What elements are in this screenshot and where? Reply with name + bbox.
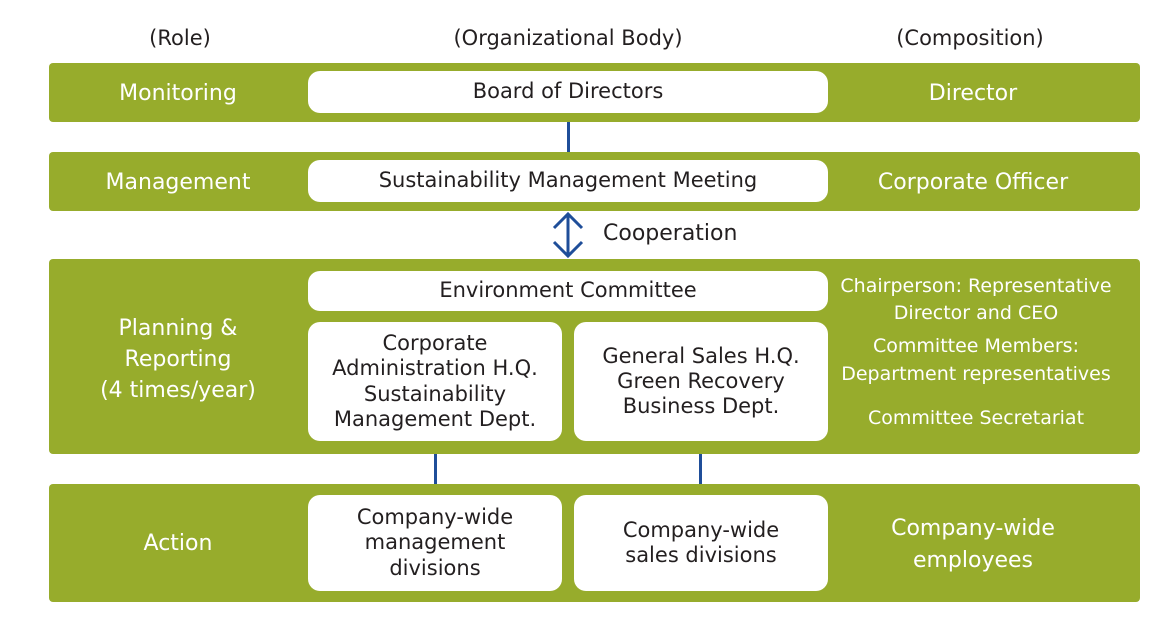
- composition-line-3: Committee Members:: [873, 335, 1079, 357]
- general-sales-box: General Sales H.Q. Green Recovery Busine…: [574, 322, 828, 441]
- board-of-directors-label: Board of Directors: [472, 79, 664, 104]
- general-sales-label: General Sales H.Q. Green Recovery Busine…: [602, 343, 800, 419]
- role-management: Management: [105, 170, 251, 195]
- header-organizational-body: (Organizational Body): [453, 26, 683, 50]
- composition-line-2: Director and CEO: [893, 302, 1059, 324]
- environment-committee-label: Environment Committee: [439, 278, 697, 303]
- connector-left-to-action: [434, 454, 437, 484]
- composition-director: Director: [928, 81, 1018, 106]
- sustainability-management-meeting-label: Sustainability Management Meeting: [378, 168, 758, 193]
- composition-company-wide-employees: Company-wide employees: [891, 516, 1055, 573]
- role-action: Action: [143, 531, 213, 556]
- header-role: (Role): [149, 26, 211, 50]
- header-composition: (Composition): [896, 26, 1044, 50]
- composition-line-4: Department representatives: [841, 363, 1111, 385]
- environment-committee-box: Environment Committee: [308, 271, 828, 311]
- composition-secretariat: Committee Secretariat: [867, 407, 1085, 429]
- cooperation-label: Cooperation: [603, 221, 738, 246]
- corporate-administration-box: Corporate Administration H.Q. Sustainabi…: [308, 322, 562, 441]
- company-wide-management-divisions-box: Company-wide management divisions: [308, 495, 562, 591]
- connector-board-to-management: [567, 122, 570, 152]
- sustainability-management-meeting-box: Sustainability Management Meeting: [308, 160, 828, 202]
- board-of-directors-box: Board of Directors: [308, 71, 828, 113]
- company-wide-sales-divisions-box: Company-wide sales divisions: [574, 495, 828, 591]
- role-planning-reporting: Planning & Reporting (4 times/year): [100, 316, 256, 403]
- composition-line-1: Chairperson: Representative: [840, 275, 1112, 297]
- role-monitoring: Monitoring: [119, 81, 237, 106]
- company-wide-sales-divisions-label: Company-wide sales divisions: [622, 517, 780, 567]
- composition-corporate-officer: Corporate Officer: [877, 170, 1069, 195]
- company-wide-management-divisions-label: Company-wide management divisions: [356, 505, 514, 580]
- cooperation-arrow-icon: [552, 211, 584, 259]
- corporate-administration-label: Corporate Administration H.Q. Sustainabi…: [332, 331, 538, 431]
- connector-right-to-action: [699, 454, 702, 484]
